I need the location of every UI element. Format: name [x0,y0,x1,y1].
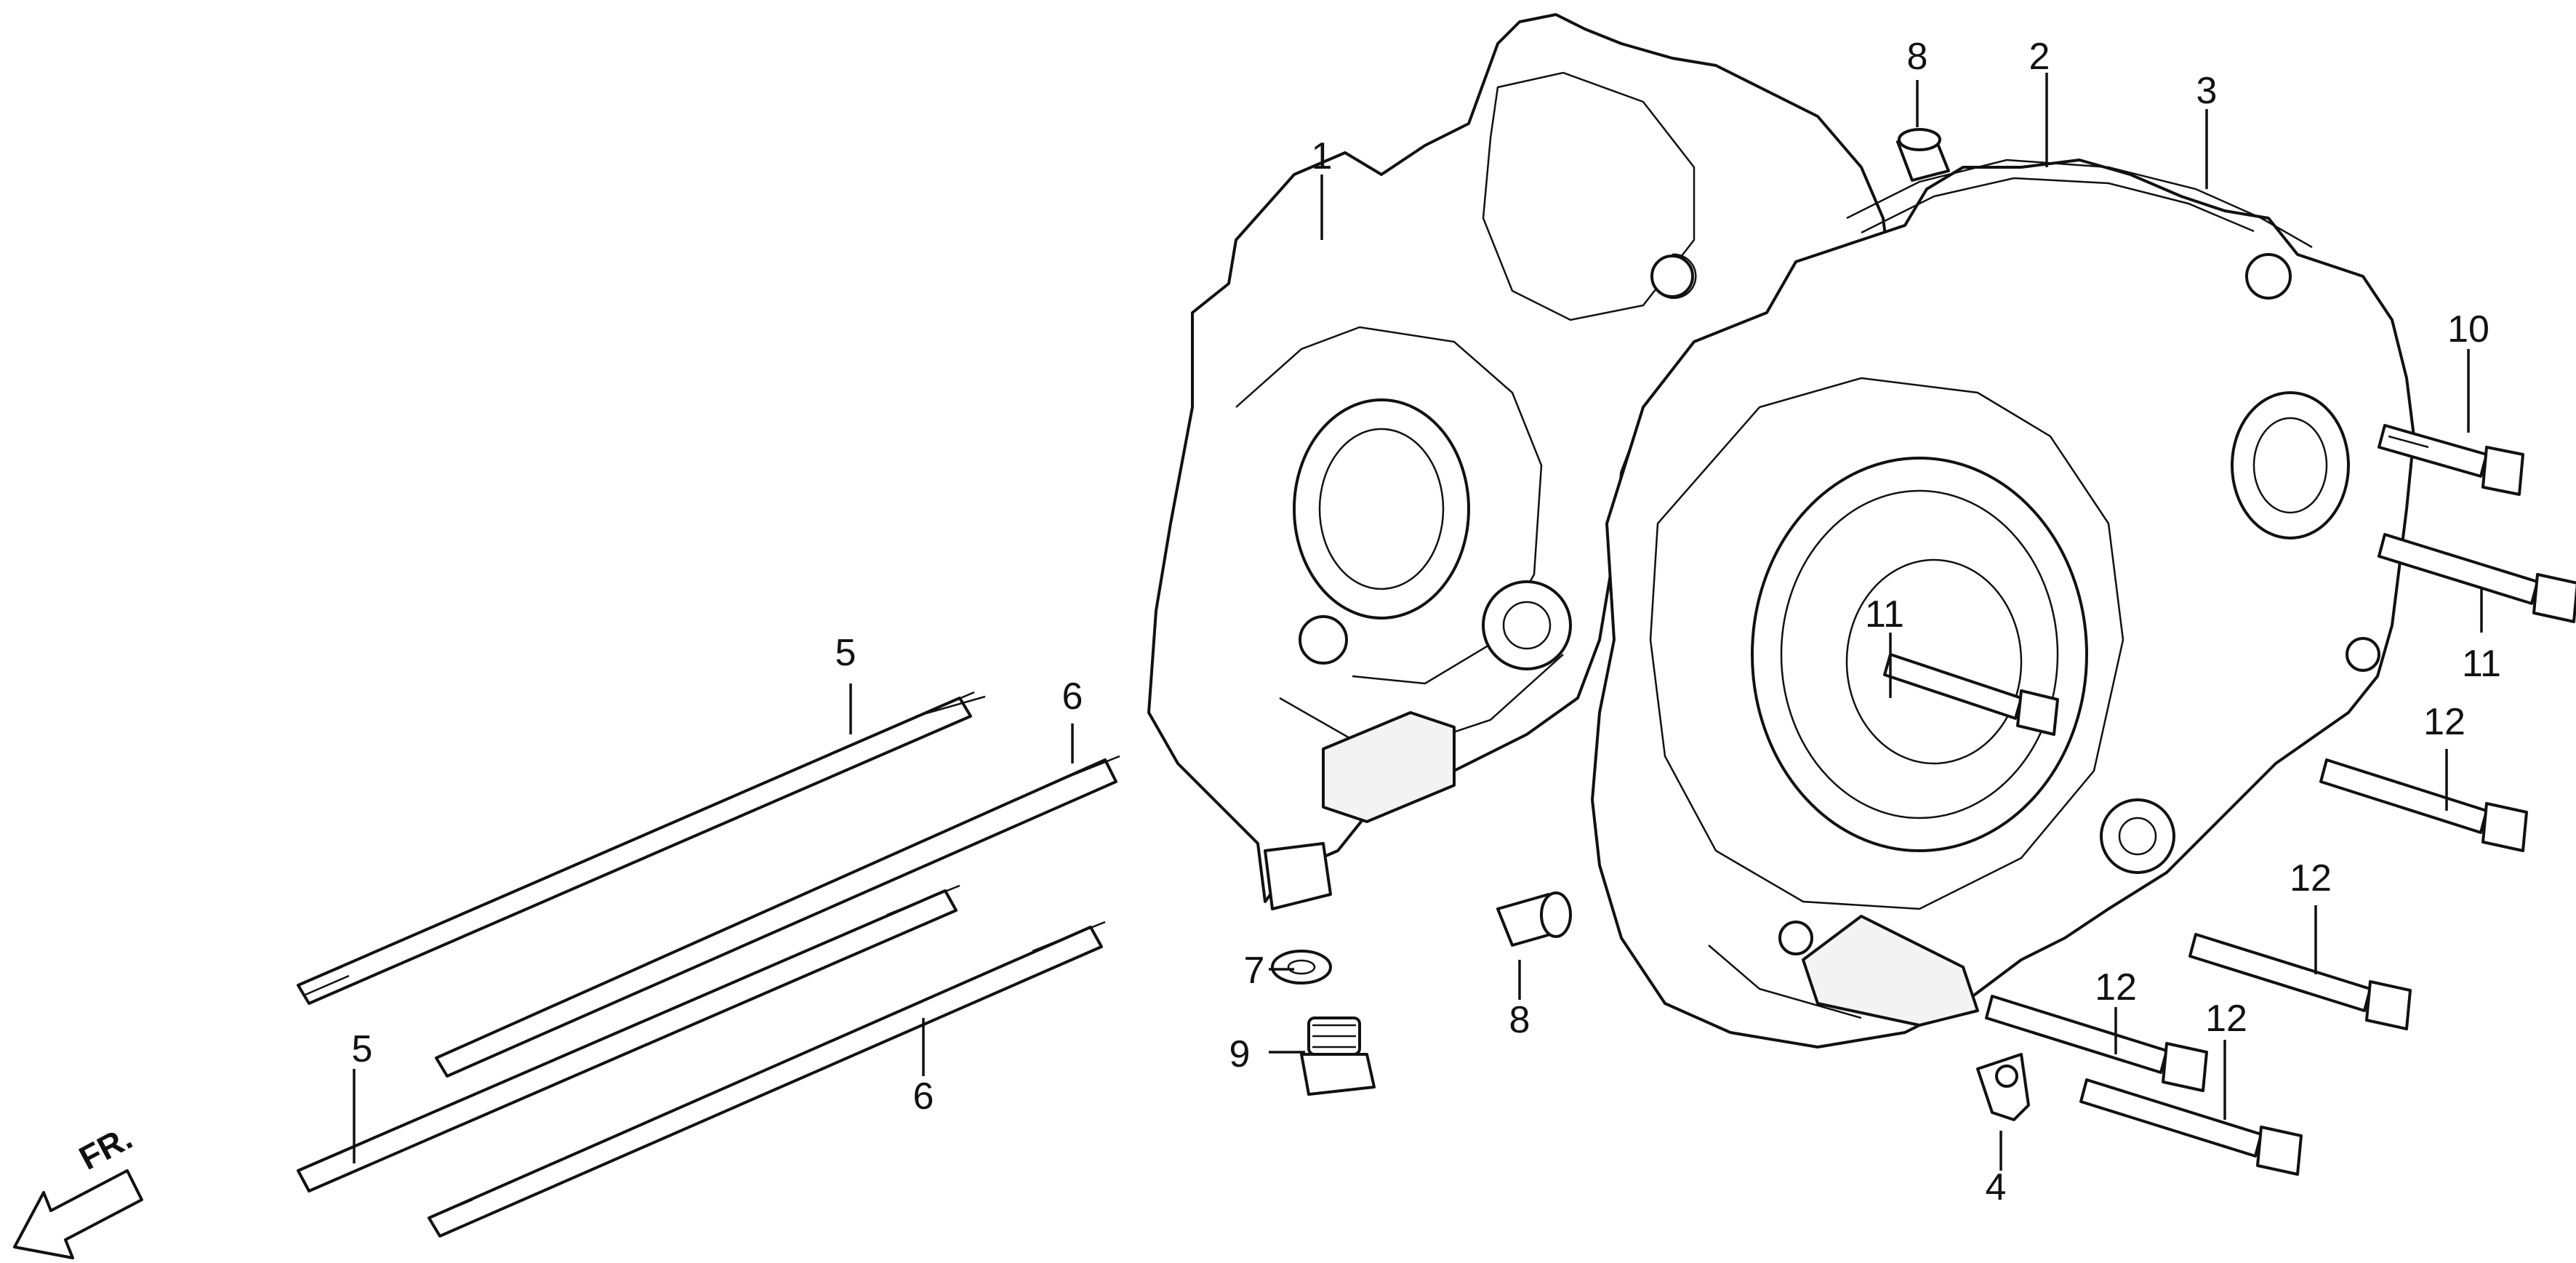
dowel-pin-8-lower [1496,891,1572,947]
callout-7: 7 [1244,950,1265,992]
callout-8-upper: 8 [1907,36,1928,78]
flange-bolt-12-b [2188,933,2412,1030]
callout-8-lower: 8 [1509,999,1530,1041]
stud-bolt-6-lower [428,921,1106,1238]
callout-12-d: 12 [2205,998,2247,1040]
dowel-pin-8-upper [1896,128,1950,182]
front-label: FR. [73,1118,138,1177]
stud-bolt-5-upper [297,691,986,1005]
callout-3: 3 [2196,70,2218,112]
callout-12-c: 12 [2095,966,2137,1009]
callout-12-b: 12 [2290,857,2332,899]
flange-bolt-12-c [1985,995,2208,1092]
flange-bolt-12-d [2079,1078,2303,1176]
callout-9: 9 [1229,1033,1251,1075]
callout-11-right: 11 [2462,643,2501,685]
front-direction-indicator: FR. [13,1118,143,1259]
callout-2: 2 [2029,36,2050,78]
front-arrow-icon [13,1169,143,1259]
callout-11-inner: 11 [1865,593,1904,635]
gasket [1846,159,2313,249]
leader-lines [353,73,2483,1171]
flange-bolt-11-right [2378,533,2576,623]
callout-5-lower: 5 [352,1028,373,1070]
stud-bolt-5-lower [297,884,960,1192]
callout-10: 10 [2447,308,2489,350]
callouts: 1 2 3 4 5 5 6 6 7 8 8 9 10 11 11 12 12 1… [352,36,2501,1208]
callout-6-lower: 6 [913,1075,934,1118]
washer-7 [1271,950,1332,985]
callout-6-upper: 6 [1062,675,1083,718]
callout-4: 4 [1986,1166,2007,1208]
flange-bolt-11-inner [1883,653,2059,736]
stud-bolt-6-upper [435,755,1120,1078]
callout-12-a: 12 [2423,701,2465,743]
drain-plug-9 [1300,1017,1376,1096]
flange-bolt-10 [2378,424,2524,496]
clamp-4 [1976,1053,2030,1121]
callout-1: 1 [1312,135,1333,177]
right-crankcase [1591,159,2415,1049]
callout-5-upper: 5 [835,632,856,674]
flange-bolt-12-a [2319,758,2528,852]
